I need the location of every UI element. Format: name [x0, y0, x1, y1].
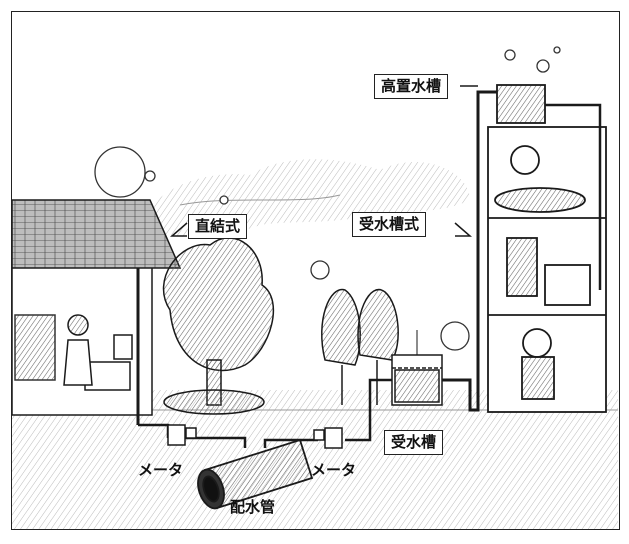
tree-small [321, 288, 399, 405]
meter-right [313, 427, 343, 449]
building [442, 84, 607, 413]
meter-left [167, 424, 197, 446]
label-elevated-tank: 高置水槽 [374, 74, 449, 99]
label-meter-right: メータ [311, 461, 357, 479]
receiving-tank [391, 330, 443, 406]
label-receiving-tank: 受水槽 [384, 430, 444, 455]
label-direct: 直結式 [188, 214, 248, 239]
house [11, 199, 182, 425]
label-main-pipe: 配水管 [230, 498, 276, 516]
label-receiving-tank-type: 受水槽式 [352, 212, 427, 237]
bubbles [94, 46, 561, 351]
tree-large [162, 237, 275, 415]
callout-pointers [169, 85, 478, 237]
main-pipe [197, 438, 314, 510]
label-meter-left: メータ [138, 461, 184, 479]
figure-frame [11, 11, 620, 530]
